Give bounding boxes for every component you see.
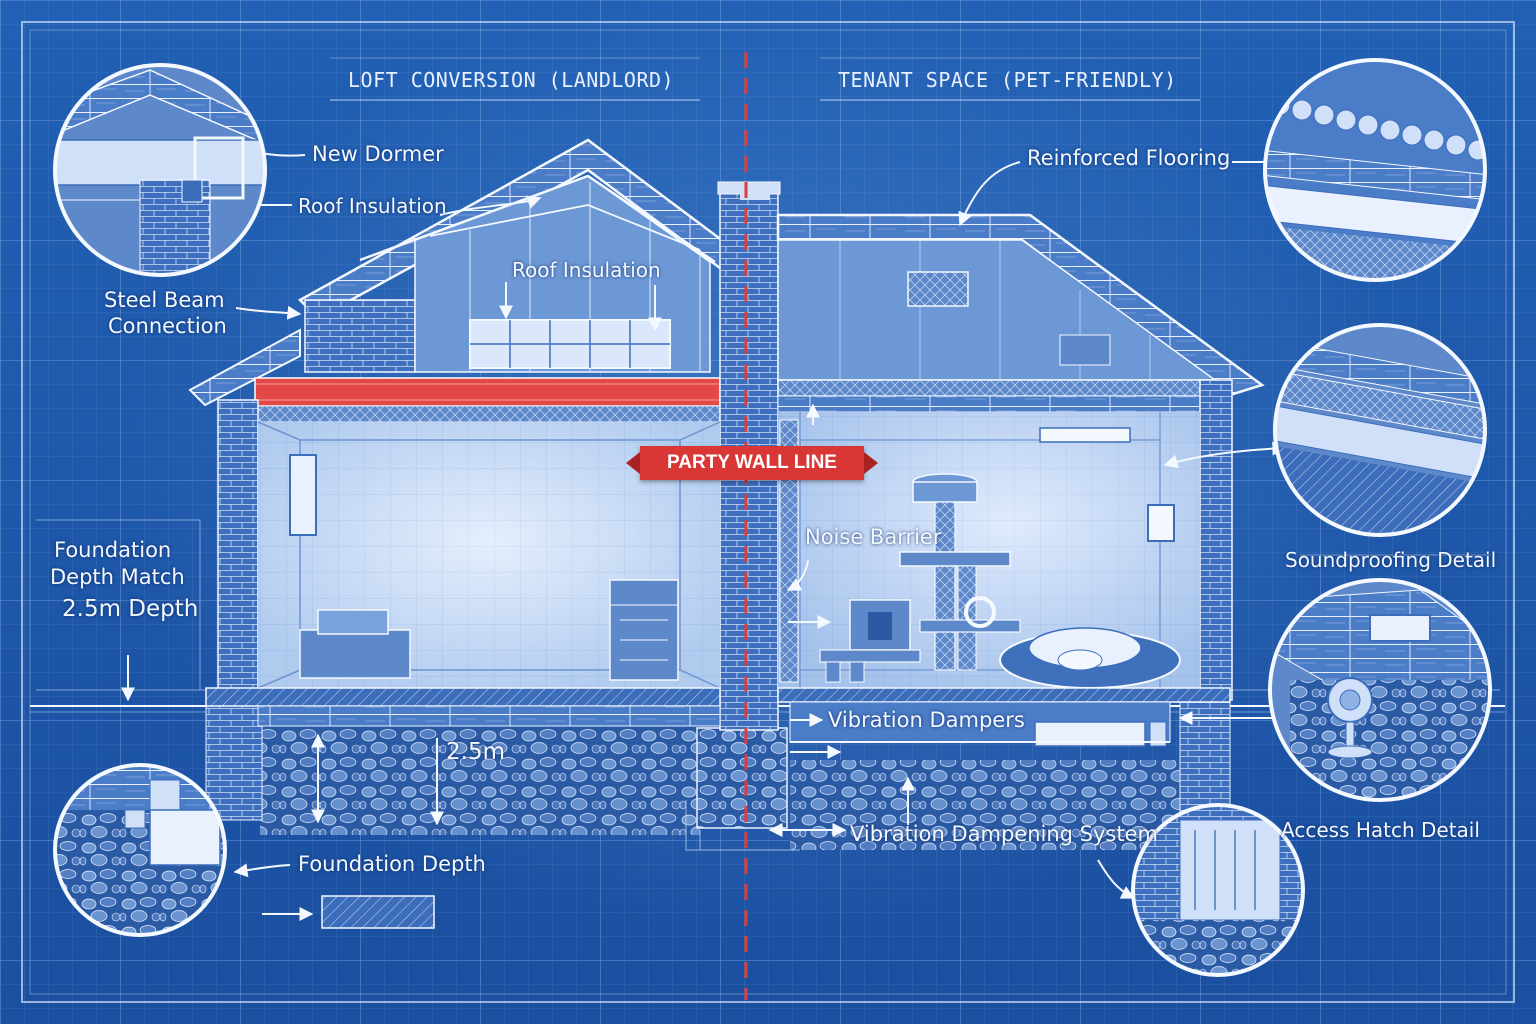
steel-beam-label-line2: Connection	[108, 314, 227, 338]
party-wall-footing	[696, 727, 788, 829]
foundation-depth-label: Foundation Depth	[298, 852, 486, 876]
vibration-detail-inset	[1131, 803, 1305, 977]
landlord-section-header: LOFT CONVERSION (LANDLORD)	[348, 68, 675, 92]
foundation-match-label-line1: Foundation	[54, 538, 172, 562]
new-dormer-label: New Dormer	[312, 142, 444, 166]
roof-detail-inset	[53, 63, 267, 277]
reinforced-flooring-label: Reinforced Flooring	[1027, 146, 1231, 170]
depth-dimension-label: 2.5m	[446, 739, 505, 765]
tenant-section-header: TENANT SPACE (PET-FRIENDLY)	[838, 68, 1177, 92]
soundproofing-detail-label: Soundproofing Detail	[1285, 548, 1497, 572]
ceiling-light	[1039, 427, 1131, 443]
roof-insulation-label-outer: Roof Insulation	[298, 194, 447, 218]
left-outer-wall	[217, 399, 259, 701]
sleeping-dog-icon	[999, 627, 1181, 689]
landlord-floor-slab	[205, 687, 721, 707]
foundation-match-label-line2: Depth Match	[50, 565, 185, 589]
cat-tree-icon	[819, 473, 1021, 683]
soil-left	[260, 725, 700, 835]
access-hatch-detail-inset	[1268, 578, 1492, 802]
access-hatch-detail-label: Access Hatch Detail	[1281, 818, 1480, 842]
right-outer-wall	[1199, 379, 1233, 701]
vibration-system-label: Vibration Dampening System	[850, 822, 1158, 846]
dormer-wall	[304, 299, 416, 373]
callout-arrows	[121, 140, 1307, 921]
foundation-detail-inset	[53, 763, 227, 937]
tenant-floor-slab	[777, 687, 1231, 703]
foundation-match-label-line3: 2.5m Depth	[62, 596, 199, 622]
sheet-border	[21, 21, 1515, 1003]
kitchen-cabinet	[609, 579, 679, 681]
sofa	[299, 609, 411, 679]
steel-beam	[254, 377, 721, 407]
foundation-detail-block	[321, 895, 435, 929]
noise-barrier-panel	[779, 419, 799, 683]
reinforced-floor	[777, 379, 1219, 397]
noise-barrier-label: Noise Barrier	[805, 525, 942, 549]
wall-picture	[1147, 504, 1175, 542]
room-window	[289, 454, 317, 536]
steel-beam-label-line1: Steel Beam	[104, 288, 225, 312]
footing-left	[205, 699, 263, 821]
attic-vent	[907, 271, 969, 307]
roof-insulation-label-inner: Roof Insulation	[512, 258, 661, 282]
soundproofing-detail-inset	[1273, 323, 1487, 537]
party-wall-label: PARTY WALL LINE	[626, 446, 878, 480]
vibration-dampers-label: Vibration Dampers	[828, 708, 1025, 732]
